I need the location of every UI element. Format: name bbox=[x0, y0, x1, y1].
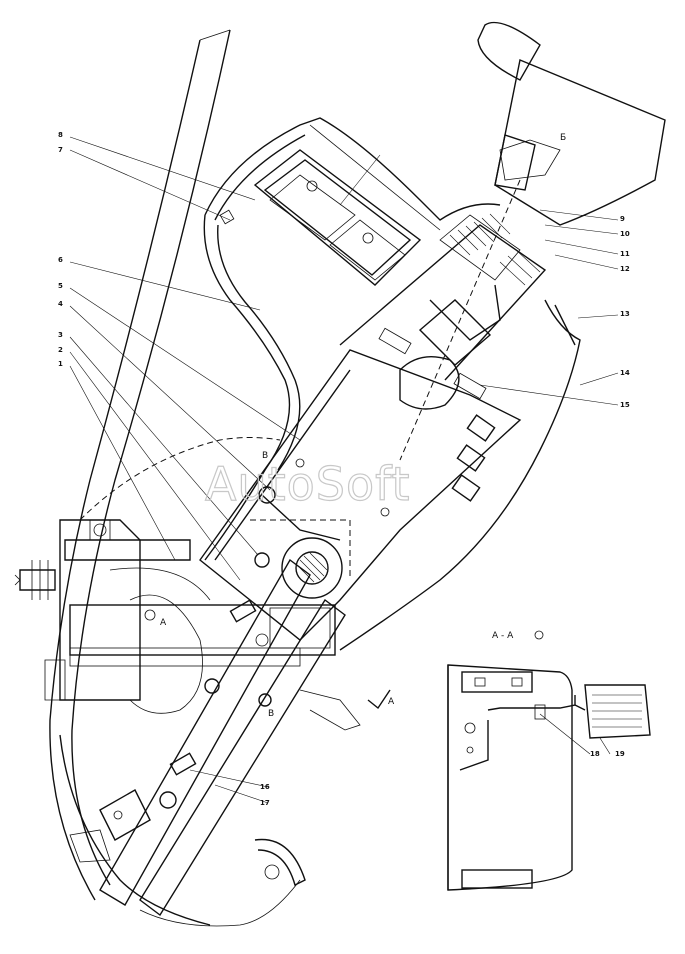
callout-6: 6 bbox=[58, 256, 63, 264]
steering-wheel bbox=[477, 21, 666, 226]
callout-13: 13 bbox=[620, 310, 630, 318]
section-marker-icon bbox=[534, 630, 544, 640]
steering-column-tube bbox=[339, 179, 547, 461]
callout-14: 14 bbox=[620, 369, 630, 377]
callout-3: 3 bbox=[58, 331, 63, 339]
view-labels: Б В В А А А - А bbox=[160, 133, 566, 719]
callout-11: 11 bbox=[620, 250, 630, 258]
callout-18: 18 bbox=[590, 750, 600, 758]
callout-1: 1 bbox=[58, 360, 63, 368]
callout-17: 17 bbox=[260, 799, 270, 807]
view-letter-v-lower: В bbox=[268, 709, 274, 719]
leader-lines bbox=[69, 136, 619, 804]
callout-19: 19 bbox=[615, 750, 625, 758]
floor-arc bbox=[69, 829, 306, 887]
instrument-panel bbox=[253, 124, 441, 286]
section-a-a-label: А - А bbox=[492, 631, 514, 641]
view-arrow-a bbox=[367, 689, 391, 710]
view-letter-a-arrow: А bbox=[388, 697, 395, 707]
callout-9: 9 bbox=[620, 215, 625, 223]
callout-12: 12 bbox=[620, 265, 630, 273]
callout-8: 8 bbox=[58, 131, 63, 139]
callout-7: 7 bbox=[58, 146, 63, 154]
watermark: AutoSoft bbox=[205, 457, 411, 511]
section-a-a bbox=[447, 664, 651, 891]
steering-column-housing bbox=[203, 117, 581, 651]
view-letter-a-small: А bbox=[160, 618, 167, 628]
pedal-shaft-assembly bbox=[254, 486, 343, 649]
callout-16: 16 bbox=[260, 783, 270, 791]
callout-labels: 8 7 6 5 4 3 2 1 9 10 11 12 13 14 15 16 1… bbox=[58, 131, 630, 807]
pedal-levers bbox=[99, 558, 361, 917]
callout-15: 15 bbox=[620, 401, 630, 409]
callout-4: 4 bbox=[58, 300, 63, 308]
callout-5: 5 bbox=[58, 282, 63, 290]
pedal-bracket-plate bbox=[199, 349, 522, 641]
view-letter-v-upper: В bbox=[262, 451, 268, 461]
view-letter-b: Б bbox=[560, 133, 566, 143]
callout-2: 2 bbox=[58, 346, 63, 354]
callout-10: 10 bbox=[620, 230, 630, 238]
